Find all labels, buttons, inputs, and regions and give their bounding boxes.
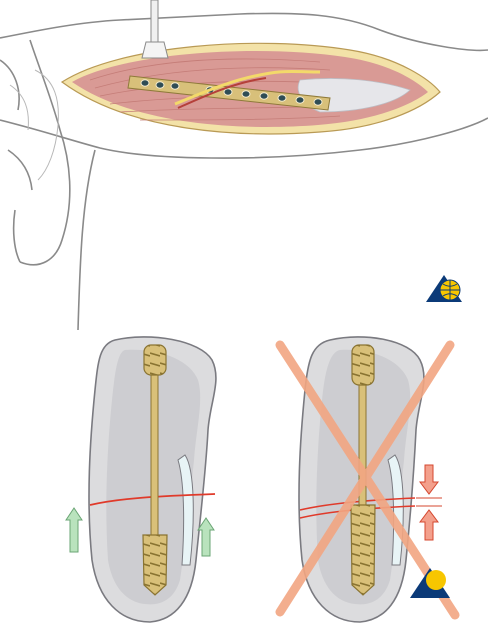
distraction-arrow-down-icon: [420, 465, 438, 494]
distraction-arrow-up-icon: [420, 510, 438, 540]
surgical-exposure-illustration: [0, 0, 488, 330]
gap-markers: [416, 498, 442, 506]
ao-globe-logo-icon: [426, 275, 462, 302]
lag-screw-drawing: [0, 330, 488, 634]
retractor-tool: [142, 0, 168, 58]
lag-screw-comparison: [0, 330, 488, 634]
arm-exposure-drawing: [0, 0, 488, 330]
ao-triangle-logo-icon: [410, 568, 450, 598]
compression-arrow-up-icon: [66, 508, 82, 552]
